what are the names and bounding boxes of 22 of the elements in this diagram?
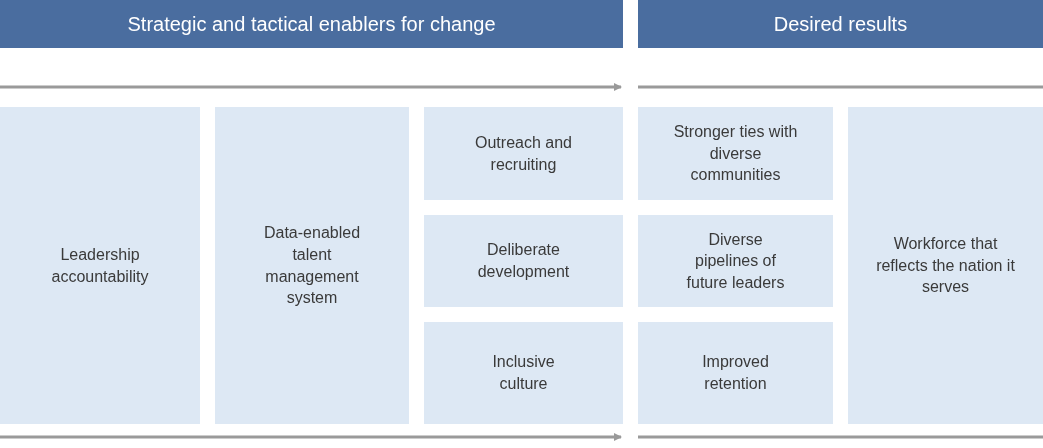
enabler-box bbox=[215, 107, 409, 424]
enabler-box bbox=[638, 107, 833, 200]
box-label: Stronger ties with diverse communities bbox=[672, 122, 799, 186]
box-label: Strategic and tactical enablers for change bbox=[127, 12, 496, 36]
box-label: Outreach and recruiting bbox=[474, 132, 573, 175]
box-label: Improved retention bbox=[701, 352, 770, 394]
enabler-box bbox=[424, 322, 623, 424]
enabler-box bbox=[638, 322, 833, 424]
enabler-box bbox=[424, 107, 623, 200]
box-label: Diverse pipelines of future leaders bbox=[685, 229, 786, 293]
box-label: Desired results bbox=[773, 12, 908, 36]
box-label: Workforce that reflects the nation it serves bbox=[875, 234, 1016, 298]
enabler-box bbox=[638, 215, 833, 307]
header-bar bbox=[638, 0, 1043, 48]
box-label: Leadership accountability bbox=[50, 244, 150, 287]
enabler-box bbox=[424, 215, 623, 307]
enabler-box bbox=[0, 107, 200, 424]
header-bar bbox=[0, 0, 623, 48]
enabler-box bbox=[848, 107, 1043, 424]
box-label: Data-enabled talent management system bbox=[262, 223, 362, 309]
box-label: Inclusive culture bbox=[491, 352, 556, 394]
box-label: Deliberate development bbox=[476, 240, 571, 282]
